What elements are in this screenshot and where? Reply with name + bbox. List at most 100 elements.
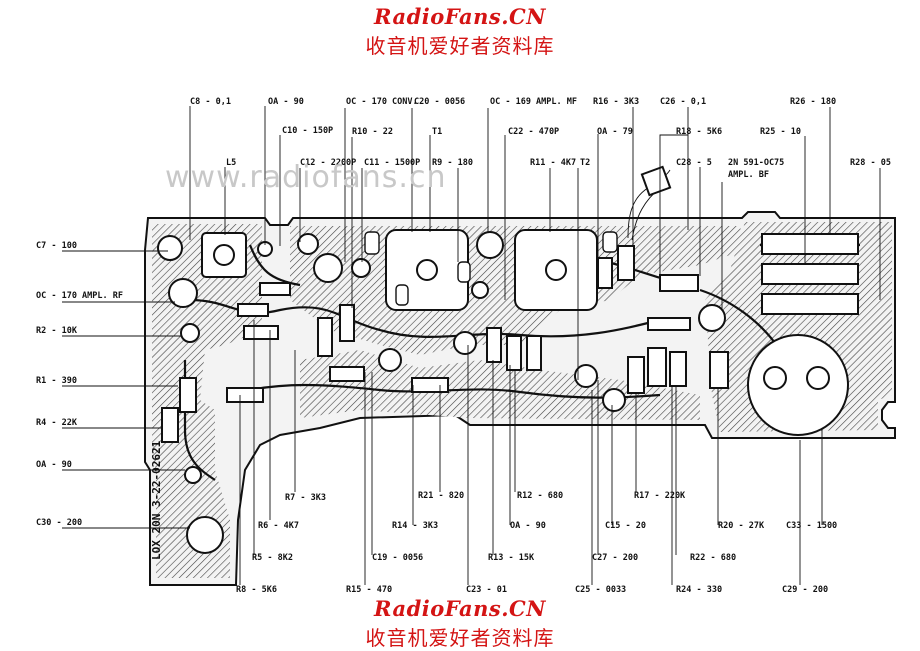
resistor xyxy=(226,387,264,403)
mounting-slot xyxy=(364,231,380,255)
header-subtitle: 收音机爱好者资料库 xyxy=(365,34,555,58)
resistor xyxy=(161,407,179,443)
capacitor-c29-electrolytic xyxy=(747,334,849,436)
label-r6: R6 - 4K7 xyxy=(258,521,299,531)
leader-lines xyxy=(189,106,881,380)
capacitor xyxy=(453,331,477,355)
label-r11: R11 - 4K7 xyxy=(530,158,576,168)
speaker-lug xyxy=(640,165,672,197)
label-r12: R12 - 680 xyxy=(517,491,563,501)
label-c11: C11 - 1500P xyxy=(364,158,420,168)
label-r18: R18 - 5K6 xyxy=(676,127,722,137)
label-r24: R24 - 330 xyxy=(676,585,722,595)
label-oc169: OC - 169 AMPL. MF xyxy=(490,97,577,107)
label-oa79: OA - 79 xyxy=(597,127,633,137)
transformer-t2-core xyxy=(545,259,567,281)
transistor-oc170-conv xyxy=(313,253,343,283)
label-oa90-bottom: OA - 90 xyxy=(510,521,546,531)
board-marking: LOX 20N 3-22-02621 xyxy=(150,440,163,560)
label-r13: R13 - 15K xyxy=(488,553,535,563)
footer-site-name: RadioFans.CN xyxy=(374,596,546,621)
label-r22: R22 - 680 xyxy=(690,553,736,563)
resistor xyxy=(659,274,699,292)
label-oc170-rf: OC - 170 AMPL. RF xyxy=(36,291,123,301)
label-r8: R8 - 5K6 xyxy=(236,585,277,595)
capacitor xyxy=(297,233,319,255)
resistor xyxy=(506,335,522,371)
label-oa90-left: OA - 90 xyxy=(36,460,72,470)
label-c19: C19 - 0056 xyxy=(372,553,423,563)
capacitor xyxy=(180,323,200,343)
resistor xyxy=(237,303,269,317)
resistor xyxy=(647,317,691,331)
label-c26: C26 - 0,1 xyxy=(660,97,706,107)
resistor xyxy=(339,304,355,342)
label-r14: R14 - 3K3 xyxy=(392,521,438,531)
label-oc75: 2N 591-OC75 xyxy=(728,158,784,168)
label-c23: C23 - 01 xyxy=(466,585,507,595)
copper-zone-bottom xyxy=(300,350,700,420)
copper-zone-left xyxy=(152,224,262,578)
capacitor xyxy=(184,466,202,484)
label-c28: C28 - 5 xyxy=(676,158,712,168)
label-ampl-bf: AMPL. BF xyxy=(728,170,769,180)
capacitor xyxy=(378,348,402,372)
transistor-oc169 xyxy=(476,231,504,259)
mounting-slot xyxy=(395,284,409,306)
leader-lines-bottom xyxy=(239,320,823,585)
label-c22: C22 - 470P xyxy=(508,127,559,137)
label-r2: R2 - 10K xyxy=(36,326,78,336)
label-l5: L5 xyxy=(226,158,236,168)
label-r28: R28 - 05 xyxy=(850,158,891,168)
label-r10: R10 - 22 xyxy=(352,127,393,137)
mounting-slot xyxy=(602,231,618,253)
label-t1: T1 xyxy=(432,127,442,137)
label-r7: R7 - 3K3 xyxy=(285,493,326,503)
label-oa90-top: OA - 90 xyxy=(268,97,304,107)
resistor xyxy=(526,335,542,371)
capacitor xyxy=(351,258,371,278)
label-r21: R21 - 820 xyxy=(418,491,464,501)
capacitor xyxy=(602,388,626,412)
resistor xyxy=(317,317,333,357)
label-r1: R1 - 390 xyxy=(36,376,77,386)
capacitor-c29-terminal xyxy=(806,366,830,390)
resistor xyxy=(243,325,279,340)
resistor xyxy=(597,257,613,289)
watermark-text: www.radiofans.cn xyxy=(165,160,447,195)
label-r4: R4 - 22K xyxy=(36,418,78,428)
resistor xyxy=(411,377,449,393)
capacitor xyxy=(157,235,183,261)
power-resistor-r25 xyxy=(761,263,859,285)
transistor-oc170-rf xyxy=(168,278,198,308)
label-oc170-conv: OC - 170 CONV. xyxy=(346,97,418,107)
capacitor-c30 xyxy=(186,516,224,554)
trace xyxy=(183,360,216,481)
power-resistor-r26 xyxy=(761,233,859,255)
capacitor xyxy=(471,281,489,299)
label-c30: C30 - 200 xyxy=(36,518,82,528)
capacitor-c29-terminal xyxy=(763,366,787,390)
transistor-oc75 xyxy=(698,304,726,332)
header-site-name: RadioFans.CN xyxy=(374,4,546,29)
label-r20: R20 - 27K xyxy=(718,521,765,531)
resistor xyxy=(647,347,667,387)
label-c8: C8 - 0,1 xyxy=(190,97,231,107)
coil-l5-core xyxy=(213,244,235,266)
leader-lines-left xyxy=(62,250,190,529)
trace xyxy=(248,244,301,287)
label-c20: C20 - 0056 xyxy=(414,97,465,107)
label-r26: R26 - 180 xyxy=(790,97,836,107)
label-c33: C33 - 1500 xyxy=(786,521,837,531)
resistor xyxy=(709,351,729,389)
resistor xyxy=(329,366,365,382)
resistor xyxy=(179,377,197,413)
label-r25: R25 - 10 xyxy=(760,127,801,137)
label-c12: C12 - 2200P xyxy=(300,158,356,168)
label-c29: C29 - 200 xyxy=(782,585,828,595)
label-r9: R9 - 180 xyxy=(432,158,473,168)
resistor xyxy=(627,356,645,394)
label-c10: C10 - 150P xyxy=(282,126,333,136)
